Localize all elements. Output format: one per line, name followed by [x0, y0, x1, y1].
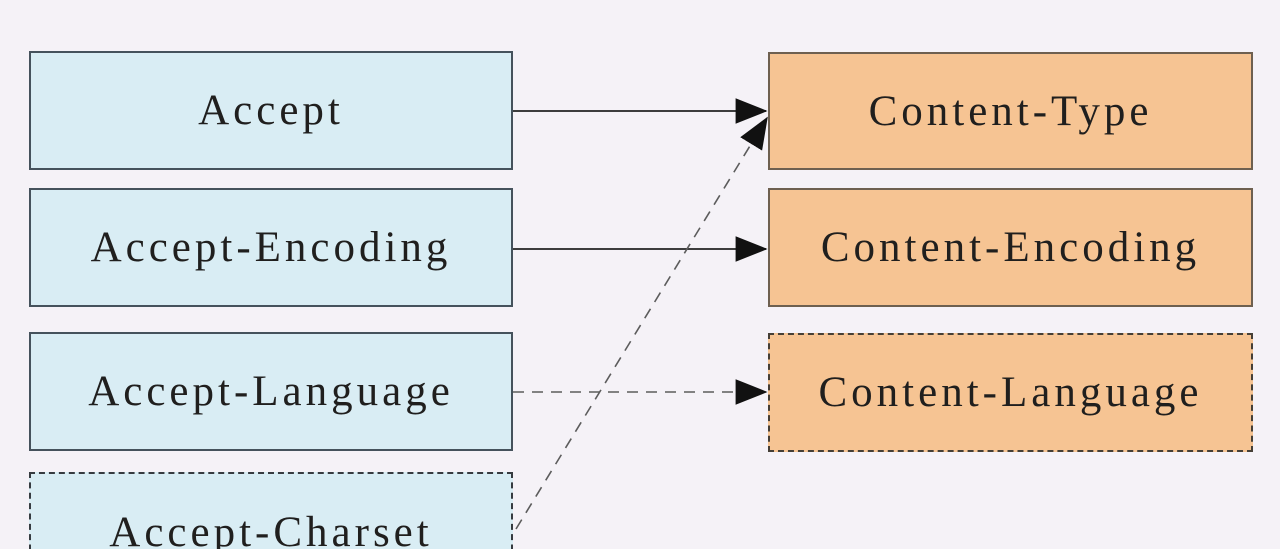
request-box-accept-language: Accept-Language — [29, 332, 513, 451]
arrow-accept-charset-to-content-type — [515, 116, 768, 530]
response-box-content-type-label: Content-Type — [868, 87, 1153, 135]
request-box-accept-encoding-label: Accept-Encoding — [90, 224, 452, 271]
request-box-accept-charset: Accept-Charset — [29, 472, 513, 549]
response-box-content-language: Content-Language — [768, 333, 1253, 452]
request-box-accept-charset-label: Accept-Charset — [109, 508, 433, 549]
request-box-accept-language-label: Accept-Language — [88, 368, 454, 415]
response-box-content-encoding: Content-Encoding — [768, 188, 1253, 307]
request-box-accept: Accept — [29, 51, 513, 170]
response-box-content-language-label: Content-Language — [818, 369, 1203, 416]
request-box-accept-encoding: Accept-Encoding — [29, 188, 513, 307]
request-box-accept-label: Accept — [198, 87, 344, 134]
response-box-content-type: Content-Type — [768, 52, 1253, 170]
response-box-content-encoding-label: Content-Encoding — [820, 224, 1201, 271]
